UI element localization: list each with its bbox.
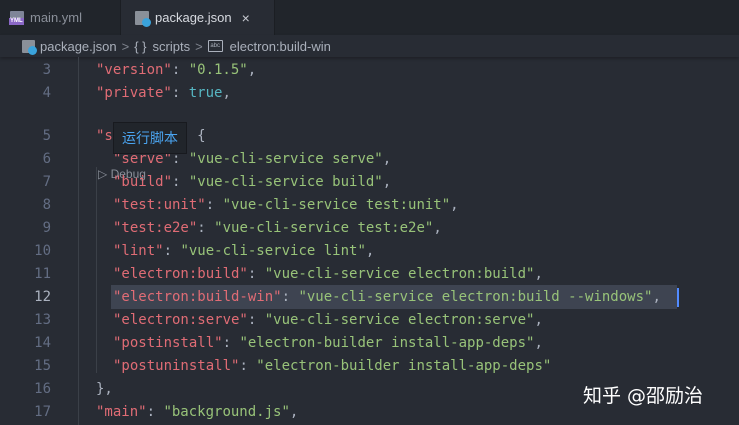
indent-guide — [96, 167, 97, 373]
code-line: 13"electron:serve": "vue-cli-service ele… — [34, 312, 543, 328]
tab-package-json[interactable]: package.json × — [121, 0, 275, 35]
selection-highlight — [111, 285, 677, 309]
tab-label: package.json — [155, 10, 232, 25]
debug-codelens[interactable]: ▷ Debug — [98, 167, 146, 181]
breadcrumb-file[interactable]: package.json — [40, 38, 117, 54]
tab-label: main.yml — [30, 10, 83, 25]
code-editor[interactable]: 3"version": "0.1.5", 4"private": true, ▷… — [0, 57, 739, 425]
chevron-right-icon: > — [121, 38, 130, 54]
code-line: 16}, — [34, 381, 113, 397]
code-line: 9"test:e2e": "vue-cli-service test:e2e", — [42, 220, 442, 236]
indent-guide — [78, 57, 79, 425]
yml-file-icon: YML — [9, 10, 24, 25]
breadcrumb-leaf[interactable]: electron:build-win — [229, 38, 331, 54]
string-icon: abc — [207, 40, 223, 52]
code-line: 10"lint": "vue-cli-service lint", — [34, 243, 375, 259]
breadcrumb: package.json > { } scripts > abc electro… — [0, 35, 739, 57]
npm-package-icon — [22, 39, 37, 55]
code-line: 3"version": "0.1.5", — [42, 62, 257, 78]
code-line: 15"postuninstall": "electron-builder ins… — [34, 358, 552, 374]
code-line-selected: 12"electron:build-win": "vue-cli-service… — [0, 285, 739, 309]
run-script-tooltip[interactable]: 运行脚本 — [113, 122, 187, 154]
code-line: 6"serve": "vue-cli-service serve", — [42, 151, 392, 167]
close-icon[interactable]: × — [241, 9, 250, 26]
chevron-right-icon: > — [195, 38, 203, 54]
watermark: 知乎 @邵励治 — [583, 385, 704, 407]
breadcrumb-scripts[interactable]: scripts — [152, 38, 191, 54]
code-line: 11"electron:build": "vue-cli-service ele… — [34, 266, 543, 282]
object-icon: { } — [134, 38, 147, 54]
code-line: 14"postinstall": "electron-builder insta… — [34, 335, 543, 351]
code-line: 8"test:unit": "vue-cli-service test:unit… — [42, 197, 459, 213]
tab-bar: YML main.yml package.json × — [0, 0, 739, 35]
tab-main-yml[interactable]: YML main.yml — [0, 0, 121, 35]
code-line: 17"main": "background.js", — [34, 404, 299, 420]
code-line: 7"build": "vue-cli-service build", — [42, 174, 392, 190]
text-cursor — [677, 288, 679, 307]
npm-package-icon — [135, 10, 151, 27]
code-line: 4"private": true, — [42, 85, 231, 101]
code-line: 5"s { — [42, 128, 206, 144]
